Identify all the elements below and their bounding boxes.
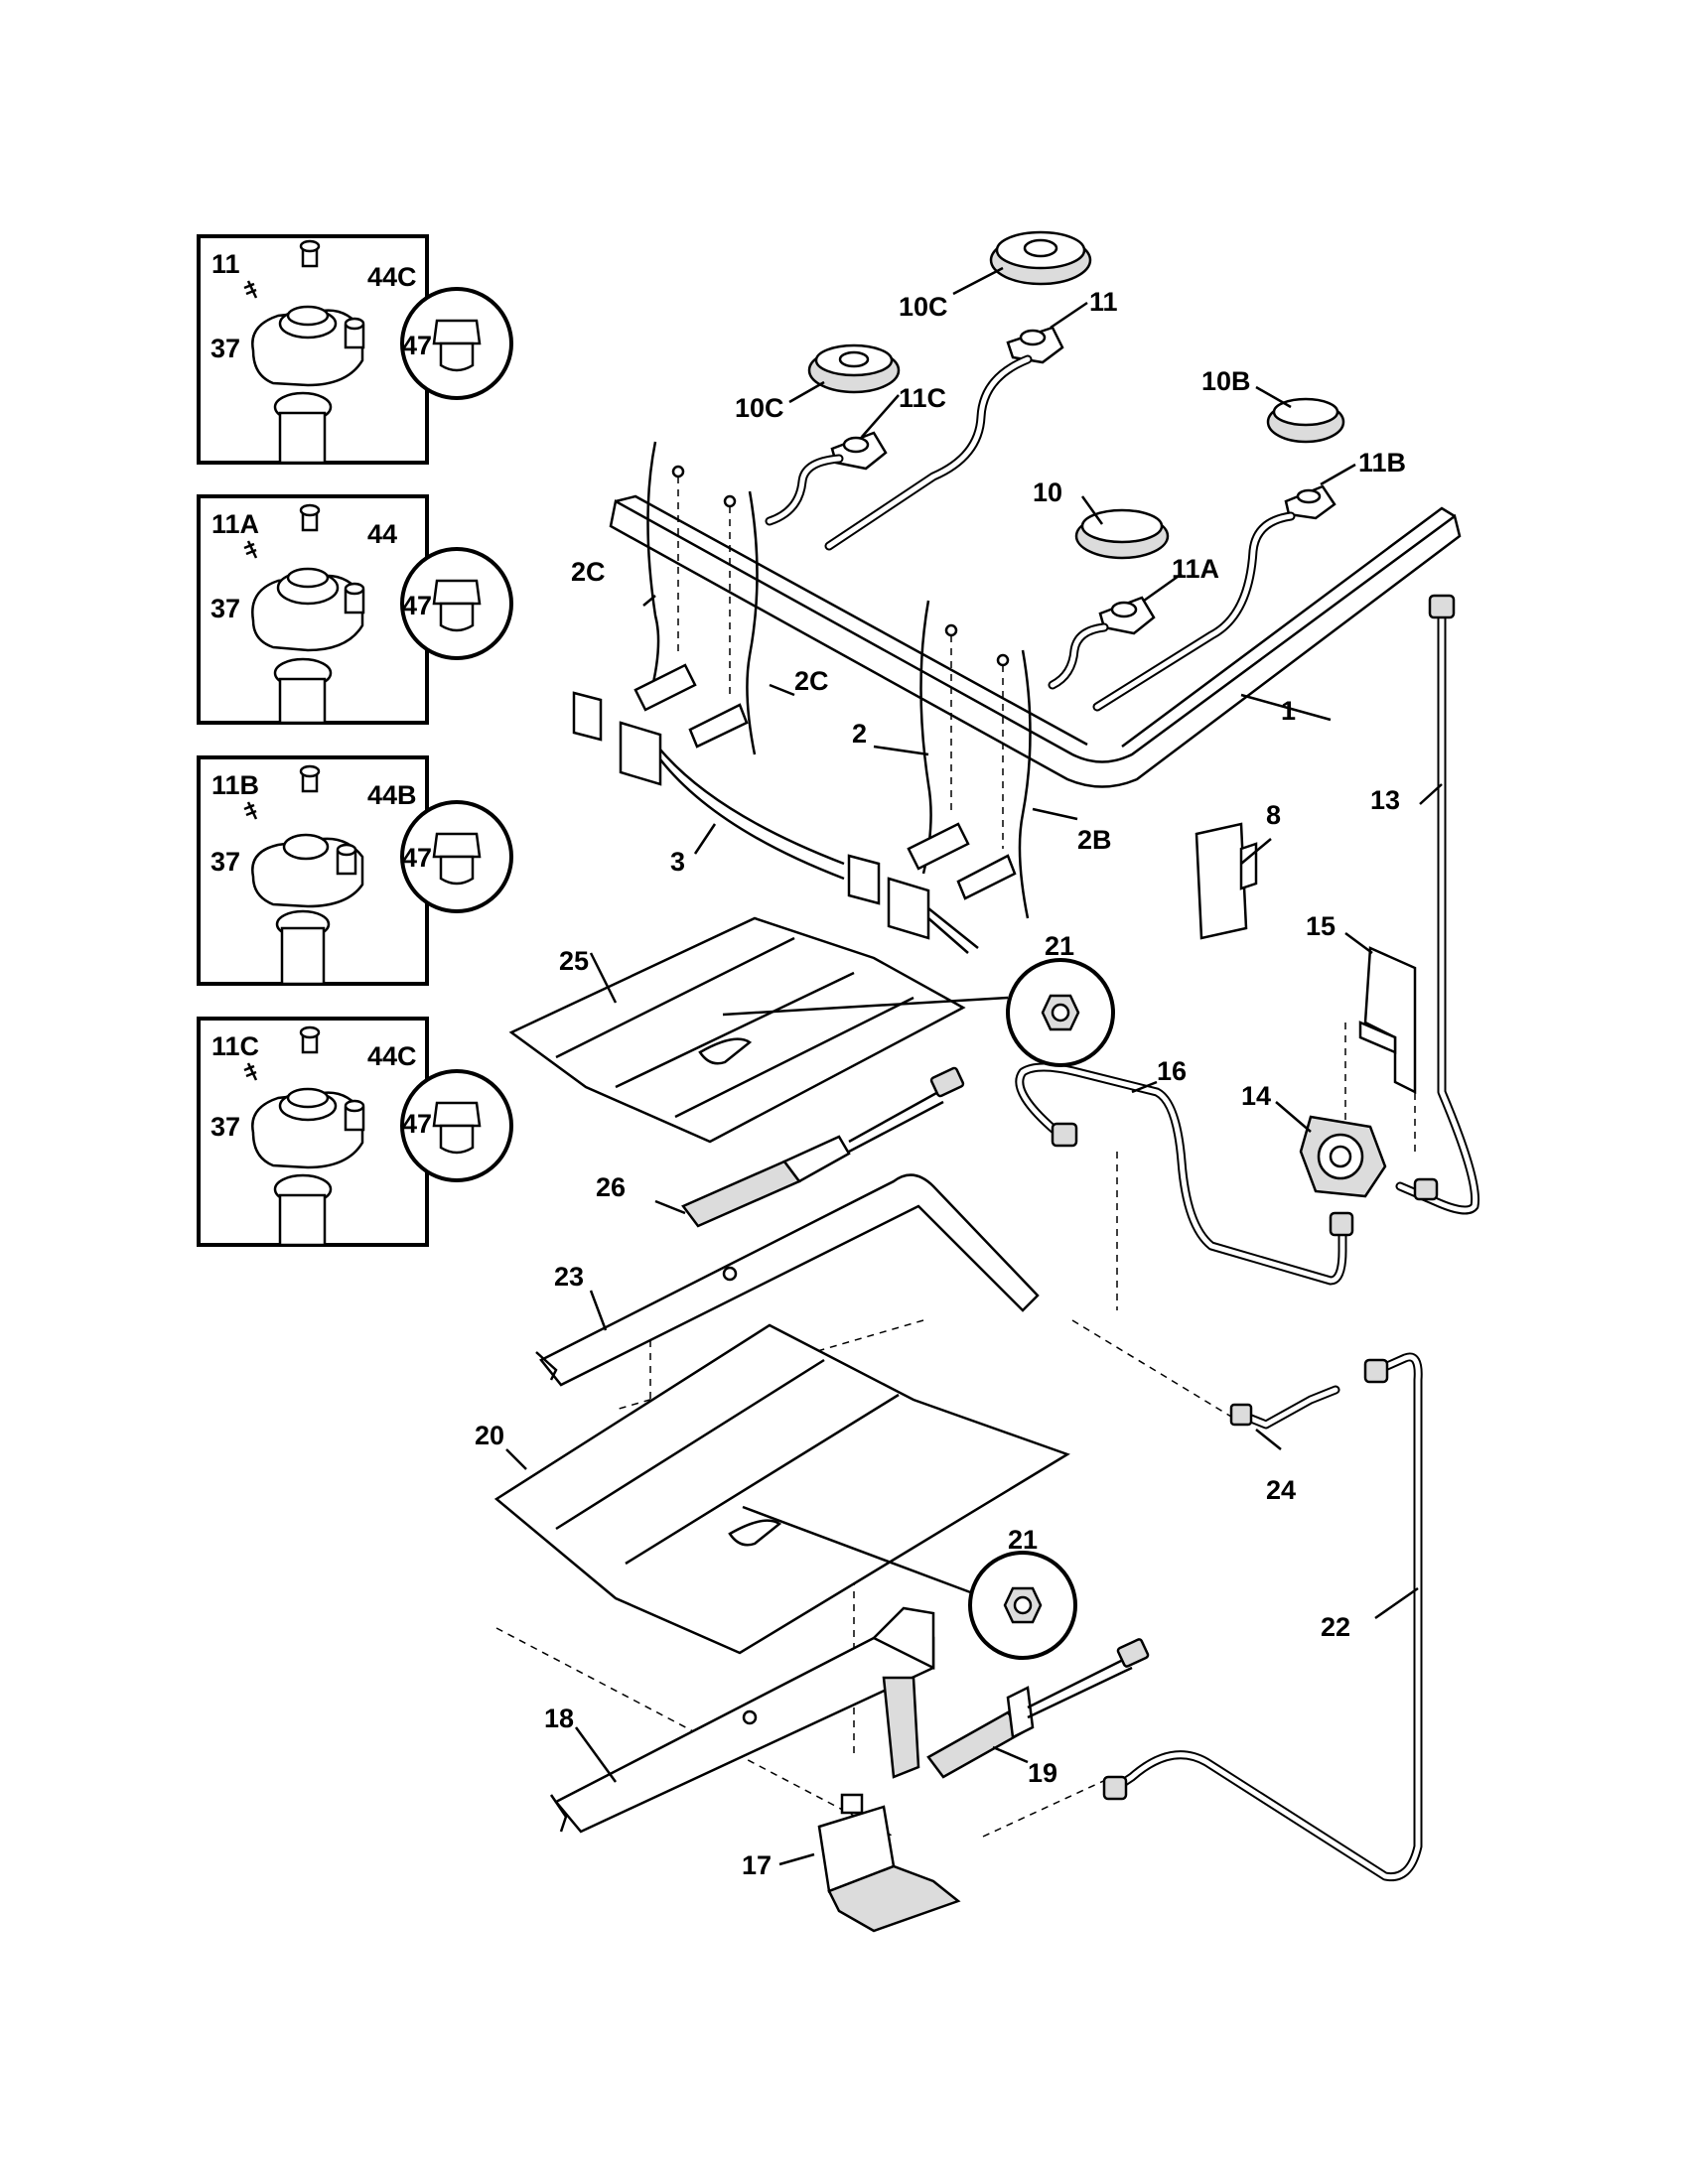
burner-tubes <box>765 354 1296 712</box>
manifold-frame <box>609 494 1462 788</box>
inset-11c-title: 11C <box>211 1031 259 1061</box>
inset-11 <box>197 234 513 465</box>
inset-11a-side-label: 37 <box>211 594 240 623</box>
label-11c: 11C <box>899 383 946 413</box>
label-11: 11 <box>1089 287 1118 317</box>
nut-callout-upper <box>1006 958 1115 1067</box>
label-25: 25 <box>559 946 589 976</box>
spark-module <box>1195 822 1258 940</box>
elbow-fitting <box>1229 1385 1340 1430</box>
inset-11-screw-label: 44C <box>367 262 417 292</box>
heat-shield-lower <box>493 1323 1070 1655</box>
label-13: 13 <box>1370 785 1400 815</box>
inset-11b-side-label: 37 <box>211 847 240 877</box>
inset-11a-nozzle-label: 47 <box>402 591 432 620</box>
label-11b: 11B <box>1358 448 1406 478</box>
ignitor-lower <box>926 1638 1150 1779</box>
label-14: 14 <box>1241 1081 1271 1111</box>
inset-11-nozzle-label: 47 <box>402 331 432 360</box>
inset-11b <box>197 755 513 986</box>
inset-11b-nozzle-label: 47 <box>402 843 432 873</box>
inset-11b-screw-label: 44B <box>367 780 417 810</box>
label-21-lower: 21 <box>1008 1525 1038 1555</box>
inset-11-title: 11 <box>211 249 240 279</box>
burner-head-11 <box>1006 326 1064 364</box>
regulator-bracket <box>1344 946 1417 1157</box>
burner-cap-10 <box>1074 508 1170 560</box>
label-24: 24 <box>1266 1475 1296 1505</box>
label-20: 20 <box>475 1421 504 1450</box>
inset-11c-nozzle-label: 47 <box>402 1109 432 1139</box>
burner-head-11b <box>1284 484 1336 520</box>
burner-cap-10b <box>1266 397 1345 444</box>
label-1: 1 <box>1281 696 1296 726</box>
label-23: 23 <box>554 1262 584 1292</box>
supply-line-22 <box>1102 1352 1423 1882</box>
burner-tube-upper <box>535 1173 1040 1387</box>
inset-11a-title: 11A <box>211 509 259 539</box>
inset-11a <box>197 494 513 725</box>
inset-11b-title: 11B <box>211 770 259 800</box>
burner-cap-10c-left <box>807 343 901 394</box>
supply-line-16 <box>1015 1062 1354 1286</box>
inset-11c <box>197 1017 513 1247</box>
label-26: 26 <box>596 1172 626 1202</box>
label-22: 22 <box>1321 1612 1350 1642</box>
label-17: 17 <box>742 1850 772 1880</box>
inset-11a-screw-label: 44 <box>367 519 397 549</box>
label-10: 10 <box>1033 478 1062 507</box>
oven-safety-valve <box>817 1793 961 1933</box>
harness-bracket <box>572 691 979 954</box>
burner-head-11c <box>830 431 888 471</box>
label-2c-left: 2C <box>571 557 606 587</box>
inset-11c-side-label: 37 <box>211 1112 240 1142</box>
supply-line-13 <box>1395 594 1480 1215</box>
label-15: 15 <box>1306 911 1336 941</box>
valve-group-left <box>633 441 759 755</box>
nut-callout-lower <box>968 1551 1077 1660</box>
burner-tube-lower <box>549 1606 935 1834</box>
valve-group-right <box>907 600 1032 919</box>
label-18: 18 <box>544 1704 574 1733</box>
label-2: 2 <box>852 719 867 749</box>
label-2b: 2B <box>1077 825 1112 855</box>
label-8: 8 <box>1266 800 1281 830</box>
label-11a: 11A <box>1172 554 1219 584</box>
burner-cap-10c-rear <box>989 230 1092 286</box>
heat-shield-upper <box>508 916 966 1144</box>
label-16: 16 <box>1157 1056 1187 1086</box>
pressure-regulator <box>1299 1115 1387 1198</box>
ignitor-upper <box>681 1066 965 1228</box>
leader-lines <box>505 266 1443 1866</box>
label-3: 3 <box>670 847 685 877</box>
inset-11-side-label: 37 <box>211 334 240 363</box>
inset-11c-screw-label: 44C <box>367 1041 417 1071</box>
label-10c-left: 10C <box>735 393 784 423</box>
label-10b: 10B <box>1201 366 1251 396</box>
label-21-upper: 21 <box>1045 931 1074 961</box>
label-19: 19 <box>1028 1758 1057 1788</box>
label-10c-rear: 10C <box>899 292 948 322</box>
label-2c-right: 2C <box>794 666 829 696</box>
